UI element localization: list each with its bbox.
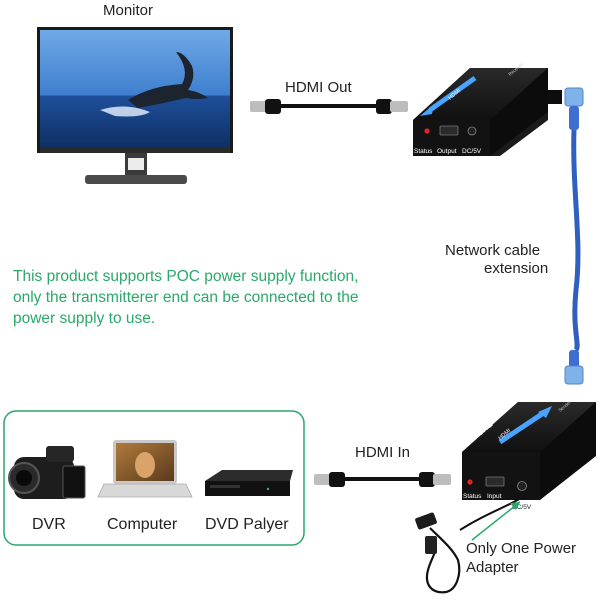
dvd-player-label: DVD Palyer: [205, 516, 289, 533]
receiver-output-label: Output: [437, 148, 457, 155]
network-cable: [564, 87, 584, 385]
transmitter-hdmi-port: [485, 476, 505, 487]
transmitter-box: Status Input DC/5V eKL HDMI Sender: [462, 399, 596, 511]
network-cable-label-line2: extension: [484, 260, 549, 277]
transmitter-status-label: Status: [463, 493, 482, 500]
poc-note-line: only the transmitterer end can be connec…: [13, 289, 359, 306]
hdmi-in-label: HDMI In: [355, 444, 411, 461]
receiver-status-label: Status: [414, 148, 433, 155]
poc-note-line: power supply to use.: [13, 310, 156, 327]
monitor-base: [85, 175, 187, 184]
hdmi-out-label: HDMI Out: [285, 79, 352, 96]
power-adapter-label-line2: Adapter: [466, 559, 519, 576]
transmitter-input-label: Input: [487, 493, 502, 500]
computer-laptop: [97, 440, 193, 498]
monitor-label: Monitor: [103, 2, 154, 19]
poc-note: This product supports POC power supply f…: [13, 266, 413, 329]
transmitter-dc-port: [517, 481, 527, 491]
receiver-dc-label: DC/5V: [462, 148, 482, 155]
status-led: [424, 128, 430, 134]
poc-note-line: This product supports POC power supply f…: [13, 268, 359, 285]
receiver-box: Status Output DC/5V eKL HDMI Receiver: [413, 61, 562, 156]
hdmi-out-cable: [250, 99, 408, 114]
power-adapter-label-line1: Only One Power: [466, 540, 577, 557]
network-cable-label-line1: Network cable: [445, 242, 541, 259]
hdmi-port: [439, 125, 459, 136]
transmitter-status-led: [467, 479, 473, 485]
dc-port: [467, 126, 477, 136]
monitor-screen: [40, 30, 230, 148]
dvr-label: DVR: [32, 516, 66, 533]
power-adapter: [415, 495, 525, 594]
whale-image: [128, 52, 208, 108]
dvd-player: [205, 470, 293, 496]
dvr-camcorder: [8, 446, 86, 499]
monitor: [37, 27, 233, 184]
source-devices-frame: [3, 410, 305, 546]
transmitter-dc-label: DC/5V: [512, 504, 532, 511]
computer-label: Computer: [107, 516, 178, 533]
hdmi-in-cable: [314, 472, 451, 487]
